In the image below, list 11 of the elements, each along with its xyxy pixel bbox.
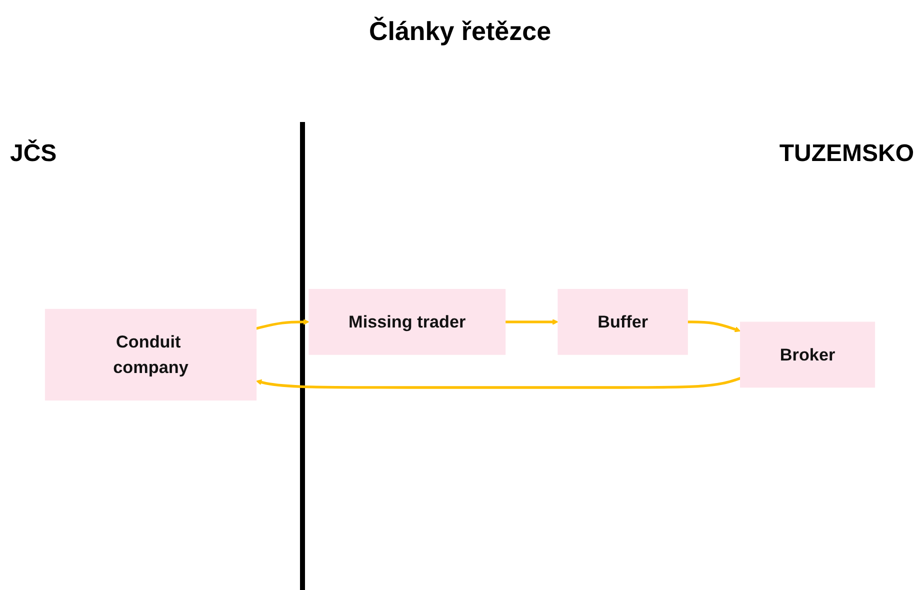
arrow — [256, 377, 741, 390]
title: Články řetězce — [368, 16, 552, 47]
node-box: Broker — [740, 322, 876, 388]
region-label: TUZEMSKO — [779, 140, 914, 168]
node-box: Missing trader — [308, 289, 506, 356]
arrow — [688, 320, 741, 332]
region-label: JČS — [10, 140, 57, 168]
node-box: Conduit company — [44, 309, 257, 401]
node-box: Buffer — [558, 289, 688, 356]
arrow — [505, 319, 558, 326]
arrow — [256, 319, 310, 330]
